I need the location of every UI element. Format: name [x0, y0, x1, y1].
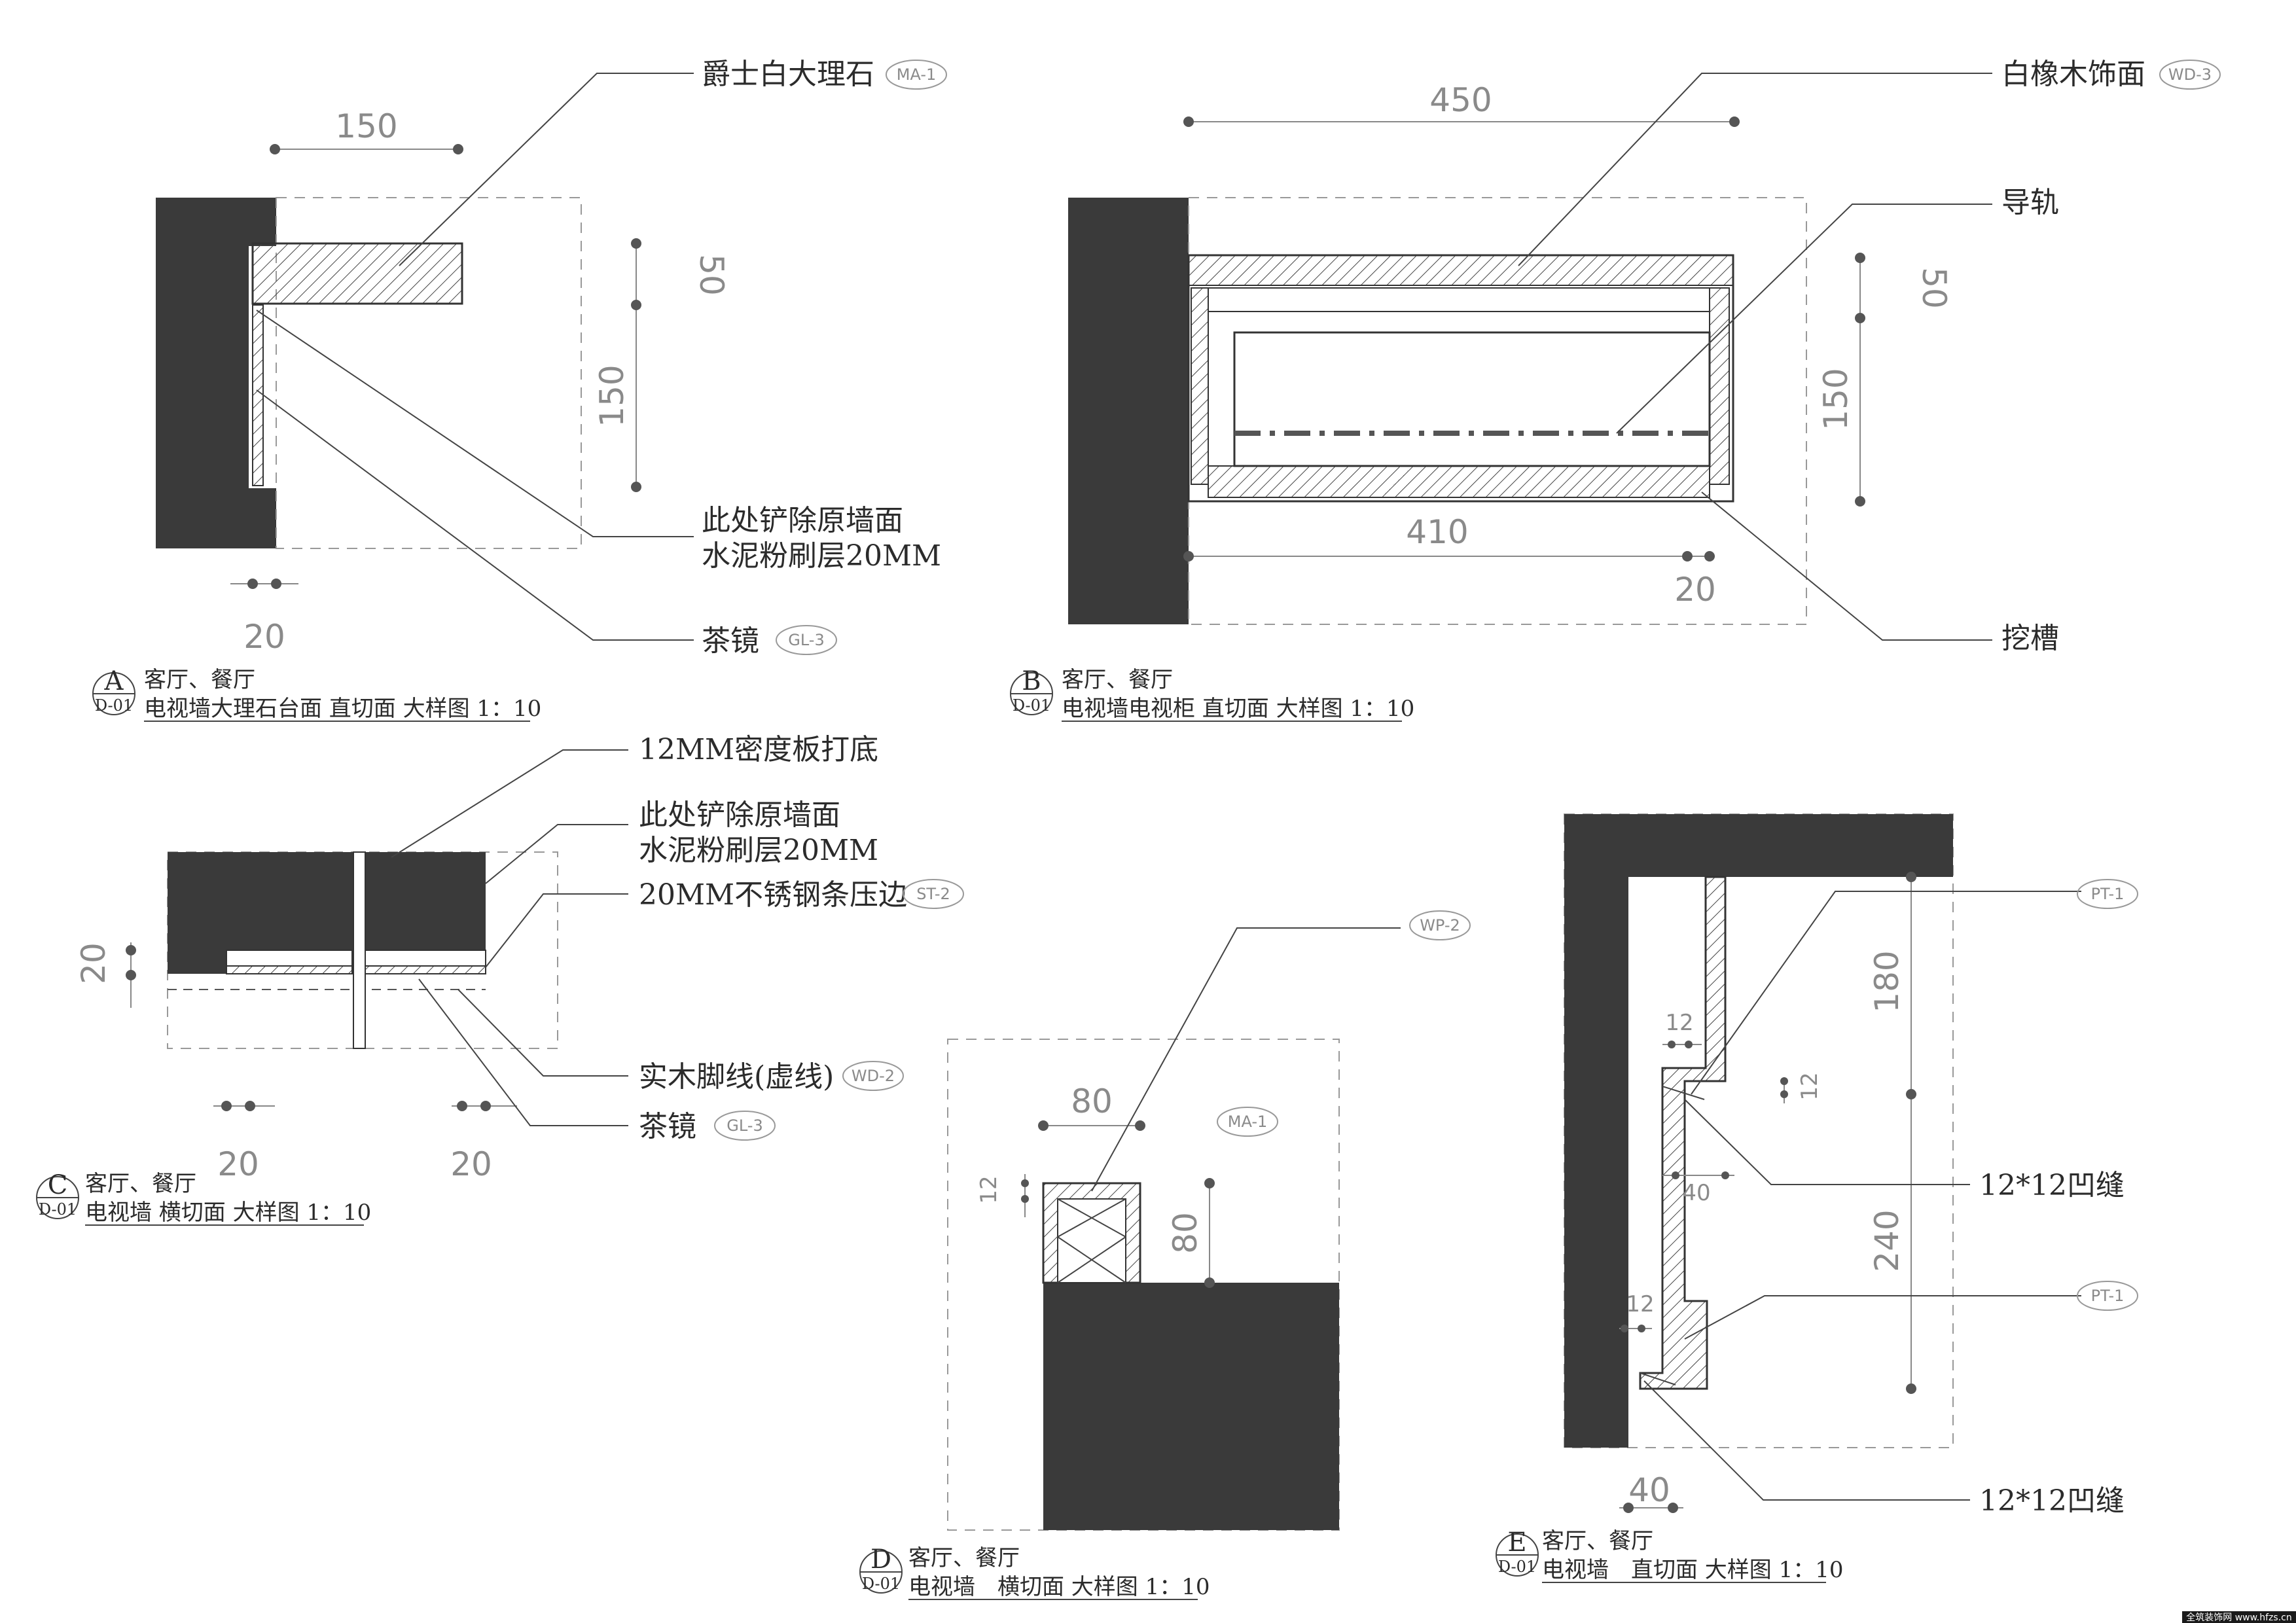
dim-width: 450: [1429, 81, 1492, 119]
dim-height: 20: [75, 942, 113, 984]
label-rail: 导轨: [2001, 186, 2059, 219]
room-name: 客厅、餐厅: [1542, 1528, 1653, 1554]
label-groove: 挖槽: [2001, 622, 2059, 655]
steel-strip-left: [226, 965, 353, 974]
plaster-panel: [1639, 876, 1727, 1390]
steel-strip-right: [365, 965, 486, 974]
tag-steel: ST-2: [916, 885, 950, 903]
dim-left: 20: [217, 1145, 259, 1183]
dim-groove-bottom: 12: [1626, 1291, 1654, 1317]
dim-top: 50: [1915, 267, 1953, 309]
dim-upper: 180: [1868, 950, 1906, 1012]
moulding-core: [1057, 1198, 1126, 1283]
tag-mirror: GL-3: [788, 631, 824, 649]
wall-column: [1564, 814, 1628, 1448]
sheet-number: D-01: [1498, 1558, 1536, 1576]
cabinet-side-left: [1191, 287, 1209, 485]
label-steel: 20MM不锈钢条压边: [639, 878, 907, 912]
detail-letter: A: [104, 666, 124, 696]
tag-mirror: GL-3: [726, 1116, 762, 1135]
detail-title: 电视墙 横切面 大样图 1：10: [85, 1200, 371, 1226]
dashed-boundary: [276, 197, 582, 549]
label-mdf: 12MM密度板打底: [639, 733, 878, 766]
detail-e: 180 240 12 12 40 12 40 PT-1 PT-1 12*12凹缝…: [1496, 813, 2138, 1583]
watermark-bar: [2182, 1611, 2296, 1623]
room-name: 客厅、餐厅: [1062, 667, 1173, 693]
detail-a: 150 50 150 20 爵士白大理石 MA-1 此处铲除原墙面 水泥粉刷层2…: [92, 58, 947, 722]
tag-skirting: WD-2: [852, 1067, 895, 1085]
detail-c: 20 20 20 12MM密度板打底 此处铲除原墙面 水泥粉刷层20MM 20M…: [36, 733, 964, 1226]
cabinet-bottom-board: [1208, 465, 1710, 498]
detail-letter: D: [870, 1544, 891, 1575]
label-remove-1: 此处铲除原墙面: [639, 798, 840, 832]
dim-width: 150: [335, 107, 397, 145]
detail-title: 电视墙大理石台面 直切面 大样图 1：10: [144, 696, 541, 722]
sheet-number: D-01: [95, 696, 133, 715]
cabinet-top-board: [1188, 255, 1734, 286]
wall-notch: [168, 948, 225, 974]
detail-title: 电视墙电视柜 直切面 大样图 1：10: [1062, 696, 1414, 722]
detail-letter: C: [48, 1170, 68, 1200]
room-name: 客厅、餐厅: [85, 1171, 196, 1197]
ceiling-slab: [1564, 814, 1953, 877]
base-block: [1043, 1283, 1339, 1530]
joint-gap: [353, 851, 366, 1049]
detail-title: 电视墙 横切面 大样图 1：10: [908, 1574, 1210, 1600]
label-skirting: 实木脚线(虚线): [639, 1060, 834, 1094]
dim-gap: 20: [243, 618, 285, 656]
label-groove-bottom: 12*12凹缝: [1979, 1484, 2125, 1518]
label-remove-2: 水泥粉刷层20MM: [702, 539, 941, 573]
cabinet-side-right: [1709, 287, 1730, 485]
dim-gap: 20: [1674, 571, 1716, 609]
dim-groove-top: 12: [1665, 1010, 1693, 1036]
label-mirror: 茶镜: [639, 1110, 696, 1143]
wall-section: [1068, 198, 1189, 624]
dim-width: 80: [1071, 1082, 1113, 1120]
detail-letter: E: [1507, 1527, 1526, 1558]
dim-height: 150: [593, 365, 631, 427]
tag-wp: WP-2: [1420, 916, 1460, 935]
label-mirror: 茶镜: [702, 624, 759, 658]
sheet-number: D-01: [862, 1575, 900, 1593]
watermark-text: 全筑装饰网 www.hfzs.cn: [2186, 1612, 2291, 1623]
label-remove-2: 水泥粉刷层20MM: [639, 834, 878, 867]
label-remove-1: 此处铲除原墙面: [702, 504, 903, 537]
dim-small: 12: [976, 1175, 1002, 1204]
tag-pt-bottom: PT-1: [2091, 1287, 2125, 1305]
dim-mid: 40: [1682, 1180, 1710, 1206]
room-name: 客厅、餐厅: [144, 667, 255, 693]
sheet-number: D-01: [1013, 696, 1050, 715]
marble-top: [251, 242, 463, 305]
detail-title: 电视墙 直切面 大样图 1：10: [1542, 1557, 1844, 1583]
dim-small-right: 12: [1797, 1072, 1823, 1100]
sheet-number: D-01: [39, 1200, 77, 1219]
room-name: 客厅、餐厅: [908, 1545, 1020, 1571]
dim-top: 50: [692, 254, 730, 296]
label-groove-top: 12*12凹缝: [1979, 1169, 2125, 1202]
tag-pt-top: PT-1: [2091, 885, 2125, 903]
tag-oak: WD-3: [2168, 65, 2212, 84]
dim-base: 40: [1628, 1471, 1670, 1509]
tag-ma: MA-1: [1228, 1113, 1268, 1131]
label-marble: 爵士白大理石: [702, 58, 874, 91]
detail-letter: B: [1022, 666, 1041, 696]
dim-right: 20: [450, 1145, 492, 1183]
label-oak: 白橡木饰面: [2001, 58, 2145, 91]
dim-height: 80: [1166, 1212, 1204, 1254]
detail-d: 80 12 80 WP-2 MA-1 D D-01 客厅、餐厅 电视墙 横切面 …: [859, 910, 1471, 1600]
dim-inner: 410: [1406, 513, 1468, 551]
tea-mirror-panel: [252, 304, 264, 486]
dim-lower: 240: [1868, 1209, 1906, 1272]
dim-height: 150: [1817, 368, 1855, 430]
detail-b: 450 50 150 410 20 白橡木饰面 WD-3 导轨 挖槽 B D-0…: [1010, 58, 2221, 722]
tag-marble: MA-1: [897, 65, 937, 84]
